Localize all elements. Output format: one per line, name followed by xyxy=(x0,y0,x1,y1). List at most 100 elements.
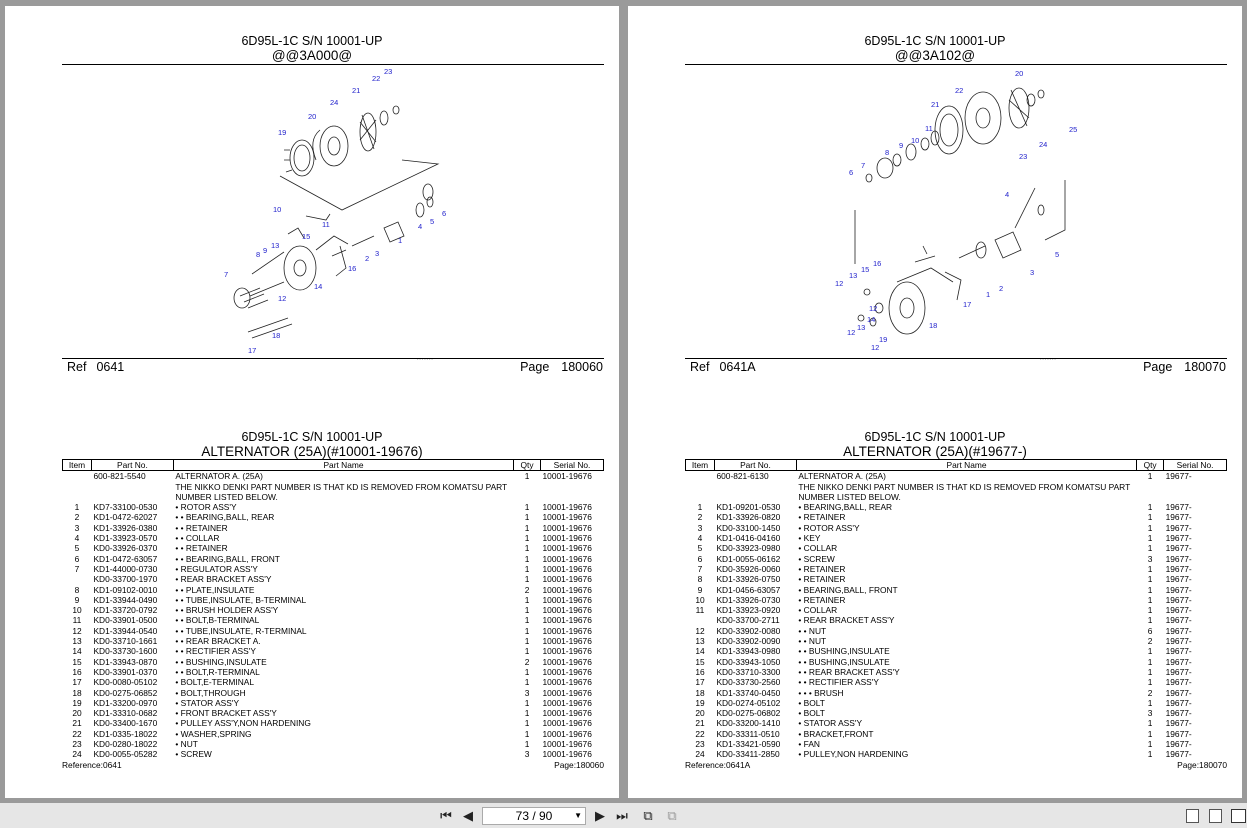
serial-cell: 10001-19676 xyxy=(542,666,592,677)
serial-cell: 10001-19676 xyxy=(542,471,592,482)
item-cell: 22 xyxy=(695,728,705,739)
part-name-cell: • ROTOR ASS'Y xyxy=(175,502,237,513)
serial-cell: 10001-19676 xyxy=(542,553,592,564)
qty-cell: 1 xyxy=(524,625,530,636)
part-no-cell: KD0-0080-05102 xyxy=(93,677,158,688)
item-cell: 18 xyxy=(695,687,705,698)
svg-text:24: 24 xyxy=(1039,140,1047,149)
table-row: THE NIKKO DENKI PART NUMBER IS THAT KD I… xyxy=(63,482,604,503)
part-no-cell: KD0-33923-0980 xyxy=(716,543,781,554)
part-no-cell: KD0-33710-3300 xyxy=(716,666,781,677)
serial-cell: 19677- xyxy=(1165,749,1192,760)
part-no-cell: KD1-33421-0590 xyxy=(716,739,781,750)
svg-text:19: 19 xyxy=(278,128,286,137)
svg-text:22: 22 xyxy=(372,74,380,83)
item-cell: 1 xyxy=(697,502,703,513)
part-no-cell: KD1-33944-0490 xyxy=(93,594,158,605)
item-cell: 8 xyxy=(74,584,80,595)
previous-page-icon[interactable]: ◀ xyxy=(463,808,473,823)
item-cell: 3 xyxy=(697,522,703,533)
qty-cell: 2 xyxy=(524,656,530,667)
part-no-cell: KD1-33310-0682 xyxy=(93,708,158,719)
serial-cell: 10001-19676 xyxy=(542,584,592,595)
qty-cell: 1 xyxy=(524,697,530,708)
part-name-cell: • BOLT xyxy=(798,697,825,708)
part-no-cell: KD1-0055-06162 xyxy=(716,553,781,564)
column-header: Part Name xyxy=(172,458,515,472)
item-cell: 11 xyxy=(695,605,705,616)
list-header-model: 6D95L-1C S/N 10001-UP xyxy=(241,430,383,444)
svg-text:4: 4 xyxy=(418,222,422,231)
part-name-cell: • • BUSHING,INSULATE xyxy=(798,646,890,657)
next-page-icon[interactable]: ▶ xyxy=(595,808,605,823)
serial-cell: 10001-19676 xyxy=(542,749,592,760)
part-no-cell: KD1-33720-0792 xyxy=(93,605,158,616)
serial-cell: 10001-19676 xyxy=(542,708,592,719)
qty-cell: 1 xyxy=(1147,605,1153,616)
serial-cell: 19677- xyxy=(1165,697,1192,708)
serial-cell: 19677- xyxy=(1165,739,1192,750)
item-cell: 23 xyxy=(72,739,82,750)
svg-text:6: 6 xyxy=(442,209,446,218)
part-name-cell: • COLLAR xyxy=(798,605,838,616)
qty-cell xyxy=(514,482,541,503)
serial-cell: 10001-19676 xyxy=(542,697,592,708)
last-page-icon[interactable]: ⏭ xyxy=(616,808,628,823)
back-view-icon[interactable]: ⧉ xyxy=(643,808,653,823)
svg-text:6: 6 xyxy=(849,168,853,177)
part-no-cell: KD1-09201-0530 xyxy=(716,502,781,513)
continuous-view-icon[interactable] xyxy=(1209,809,1222,823)
serial-cell: 19677- xyxy=(1165,533,1192,544)
item-cell: 2 xyxy=(74,512,80,523)
part-no-cell: KD0-33943-1050 xyxy=(716,656,781,667)
part-no-cell xyxy=(714,482,796,503)
forward-view-icon[interactable]: ⧉ xyxy=(667,808,677,823)
page-number-select[interactable]: 73 / 90▼ xyxy=(482,807,586,825)
item-cell: 23 xyxy=(695,739,705,750)
part-no-cell: KD0-33700-2711 xyxy=(716,615,780,626)
serial-cell: 19677- xyxy=(1165,584,1192,595)
item-cell: 1 xyxy=(74,502,80,513)
qty-cell: 1 xyxy=(524,543,530,554)
part-no-cell: KD1-0456-63057 xyxy=(716,584,781,595)
item-cell: 21 xyxy=(72,718,82,729)
serial-cell: 19677- xyxy=(1165,708,1192,719)
part-no-cell: KD0-33901-0500 xyxy=(93,615,158,626)
svg-text:4: 4 xyxy=(1005,190,1009,199)
single-page-view-icon[interactable] xyxy=(1186,809,1199,823)
svg-text:15: 15 xyxy=(302,232,310,241)
svg-text:23: 23 xyxy=(1019,152,1027,161)
serial-cell: 10001-19676 xyxy=(542,522,592,533)
svg-text:24: 24 xyxy=(330,98,338,107)
two-page-view-icon[interactable] xyxy=(1231,809,1246,823)
part-name-cell: • • RECTIFIER ASS'Y xyxy=(175,646,256,657)
part-no-cell: KD0-33700-1970 xyxy=(93,574,158,585)
footer-reference: Reference:0641A xyxy=(685,760,751,770)
svg-text:17: 17 xyxy=(963,300,971,309)
part-name-cell: • PULLEY,NON HARDENING xyxy=(798,749,909,760)
part-name-cell: • • RETAINER xyxy=(175,543,228,554)
item-cell: 24 xyxy=(72,749,82,760)
part-no-cell: KD0-33710-1661 xyxy=(93,636,158,647)
svg-text:23: 23 xyxy=(384,67,392,76)
serial-cell: 10001-19676 xyxy=(542,502,592,513)
first-page-icon[interactable]: ⏮ xyxy=(440,808,452,823)
item-cell: 17 xyxy=(695,677,705,688)
item-cell: 7 xyxy=(697,563,703,574)
part-no-cell: KD0-33311-0510 xyxy=(716,728,780,739)
serial-cell: 19677- xyxy=(1165,656,1192,667)
part-no-cell: KD0-33902-0090 xyxy=(716,636,781,647)
item-cell: 7 xyxy=(74,563,80,574)
